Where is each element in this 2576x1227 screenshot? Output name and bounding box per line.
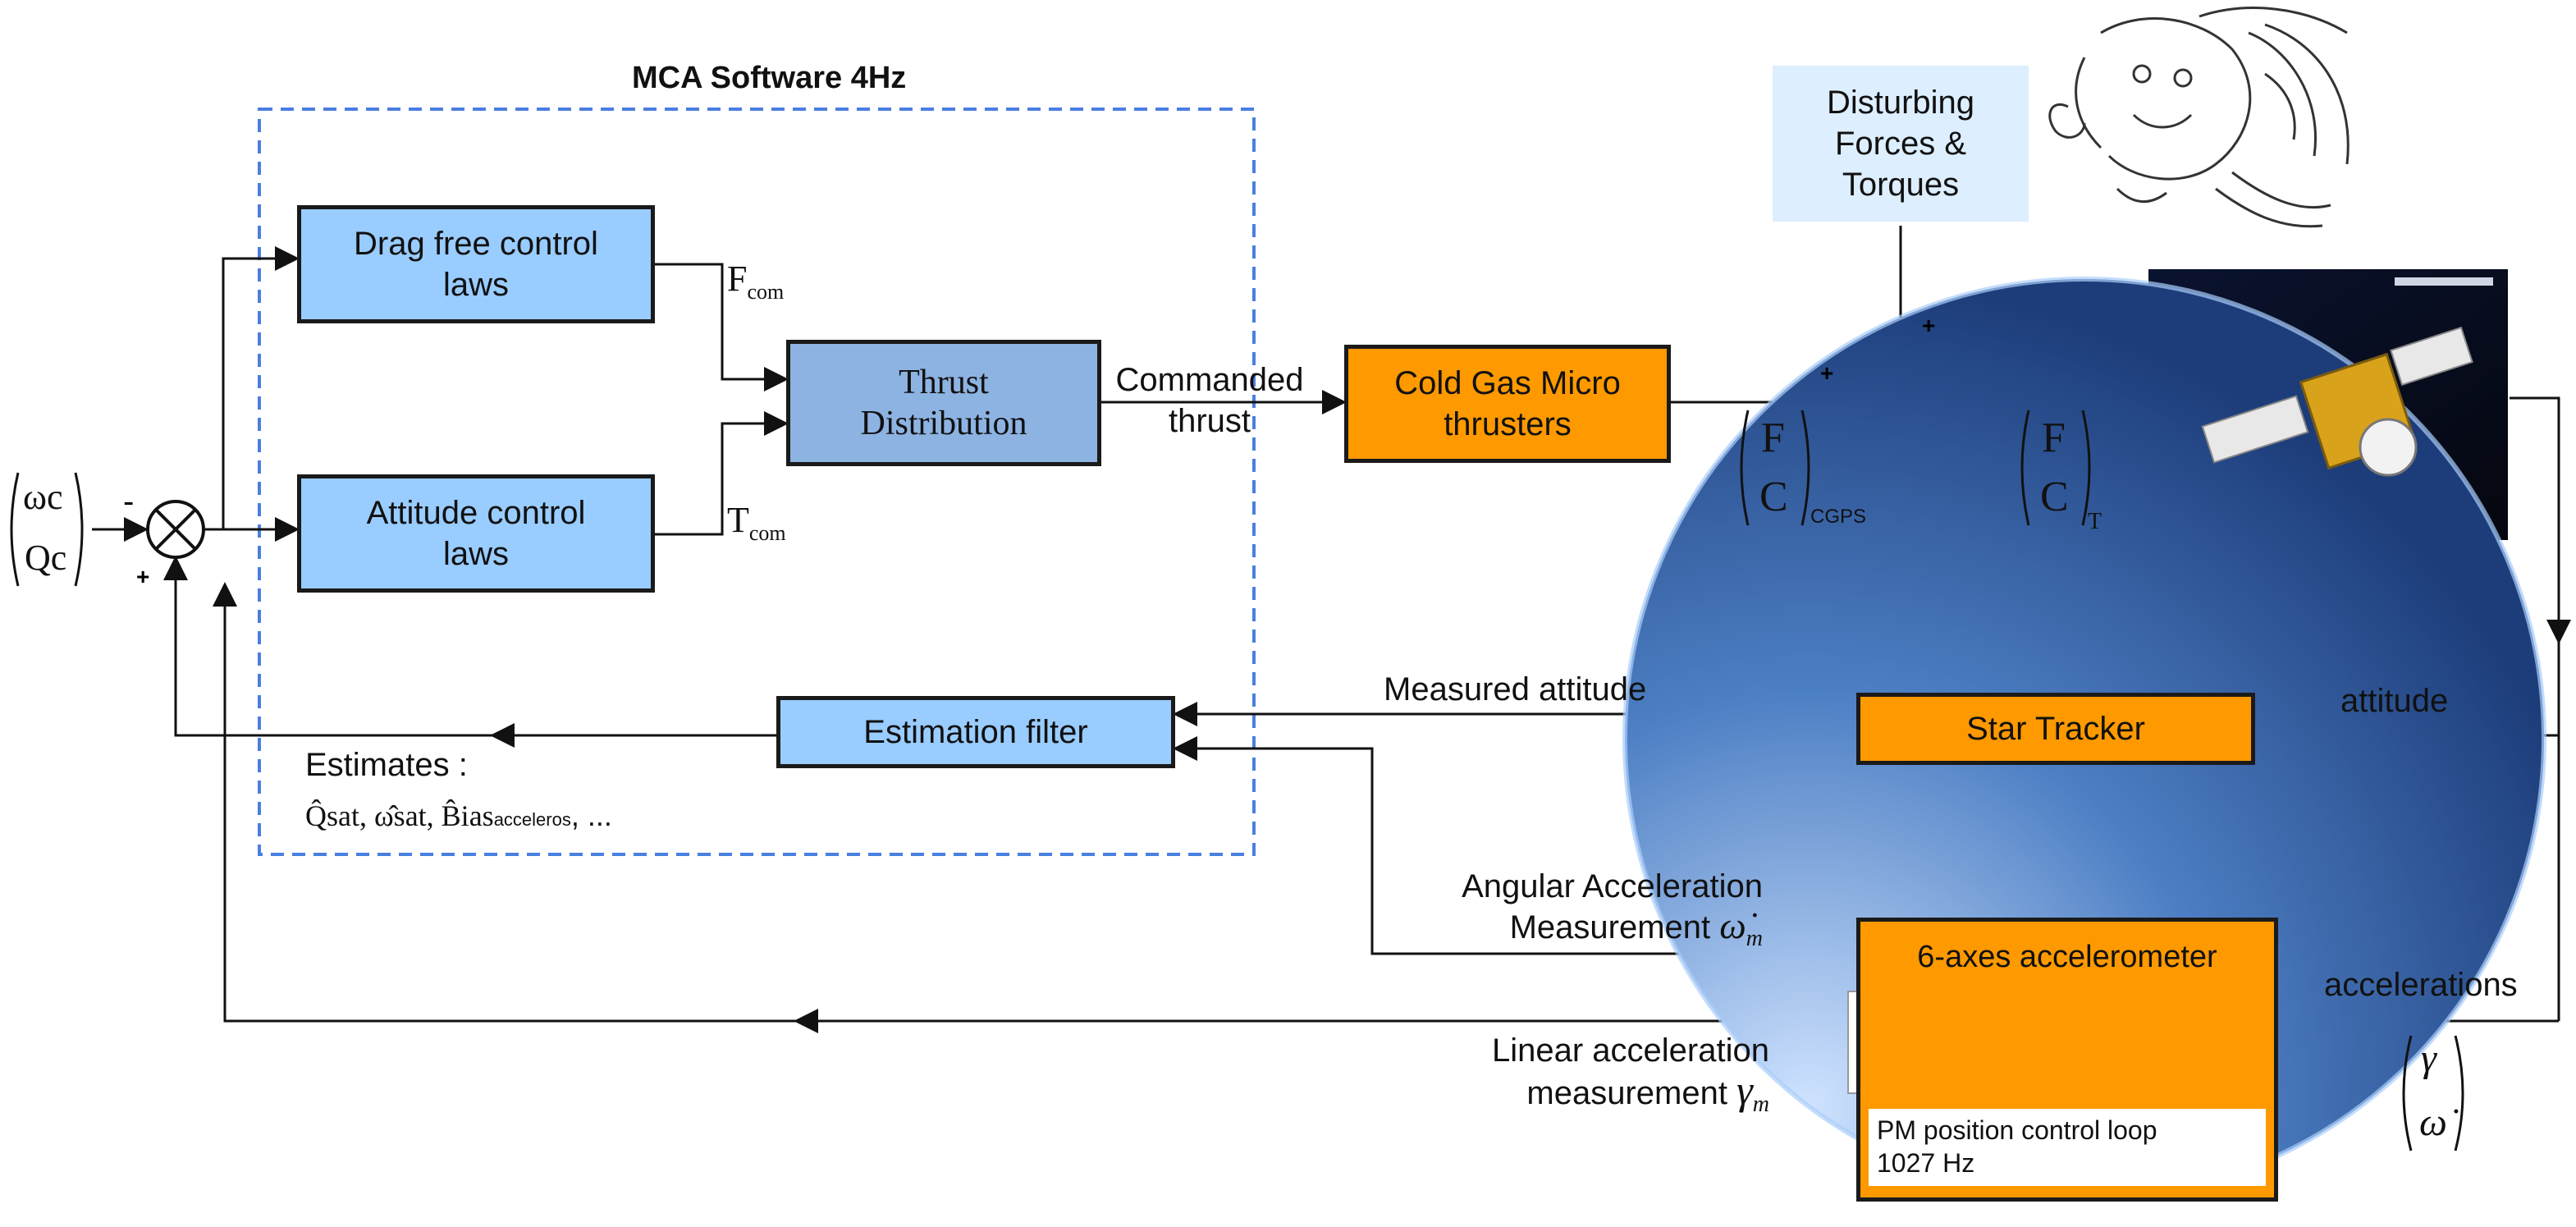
mca-software-frame xyxy=(258,108,1256,856)
sign-plus-cgps: + xyxy=(1820,360,1833,386)
input-vector-omega: ωc xyxy=(23,477,63,517)
commanded-thrust-label: Commanded thrust xyxy=(1115,362,1304,439)
star-tracker-block: Star Tracker xyxy=(1856,693,2255,765)
connector-angular-accel xyxy=(1173,736,1856,955)
input-vector-q: Qc xyxy=(25,538,67,578)
connector-feedback-linear xyxy=(213,582,796,1023)
disturbing-forces-block: Disturbing Forces & Torques xyxy=(1773,66,2029,222)
acc-vector-omega-dot: ω̇ xyxy=(2419,1101,2447,1144)
estimation-filter-block: Estimation filter xyxy=(776,696,1175,768)
accelerations-label: accelerations xyxy=(2324,967,2518,1003)
f-com-label: Fcom xyxy=(727,259,785,304)
t-vector-f: F xyxy=(2042,414,2066,461)
wind-face-illustration xyxy=(2048,7,2350,228)
t-com-label: Tcom xyxy=(727,500,786,545)
t-vector-sub: T xyxy=(2088,509,2102,534)
vector-brackets xyxy=(10,410,2464,1151)
linear-acceleration-label: Linear acceleration measurement γm xyxy=(1492,1032,1769,1117)
connector-satellite-out xyxy=(2510,396,2571,644)
cgps-vector-sub: CGPS xyxy=(1810,506,1867,528)
attitude-label: attitude xyxy=(2340,683,2449,719)
connector-to-drag xyxy=(222,246,300,529)
acc-vector-gamma: γ xyxy=(2421,1037,2436,1080)
thrust-distribution-block: Thrust Distribution xyxy=(786,340,1101,466)
pm-position-loop-label: PM position control loop 1027 Hz xyxy=(1869,1109,2266,1186)
cgps-vector-c: C xyxy=(1759,474,1788,520)
accelerometer-block: 6-axes accelerometer PM position control… xyxy=(1856,918,2278,1202)
estimates-list: Q̂sat, ω̂sat, B̂iasacceleros, ... xyxy=(305,799,612,832)
estimates-label: Estimates : xyxy=(305,747,468,783)
cold-gas-micro-thrusters-block: Cold Gas Micro thrusters xyxy=(1344,345,1671,463)
attitude-control-laws-block: Attitude control laws xyxy=(297,474,655,593)
mca-software-title: MCA Software 4Hz xyxy=(632,61,907,95)
angular-acceleration-label: Angular Acceleration Measurement ω̇m xyxy=(1462,868,1763,951)
summing-junction-left xyxy=(146,500,205,559)
sign-plus-disturbing: + xyxy=(1922,313,1935,338)
connector-fcom xyxy=(654,263,789,391)
t-vector-c: C xyxy=(2040,474,2069,520)
accelerometer-title: 6-axes accelerometer xyxy=(1917,940,2217,974)
sign-minus-input: - xyxy=(123,483,134,520)
sign-plus-feedback: + xyxy=(136,564,149,589)
cgps-vector-f: F xyxy=(1761,414,1785,461)
drag-free-control-laws-block: Drag free control laws xyxy=(297,205,655,323)
measured-attitude-label: Measured attitude xyxy=(1384,671,1647,707)
connector-tcom xyxy=(654,411,789,536)
connector-feedback-attitude xyxy=(163,556,492,737)
